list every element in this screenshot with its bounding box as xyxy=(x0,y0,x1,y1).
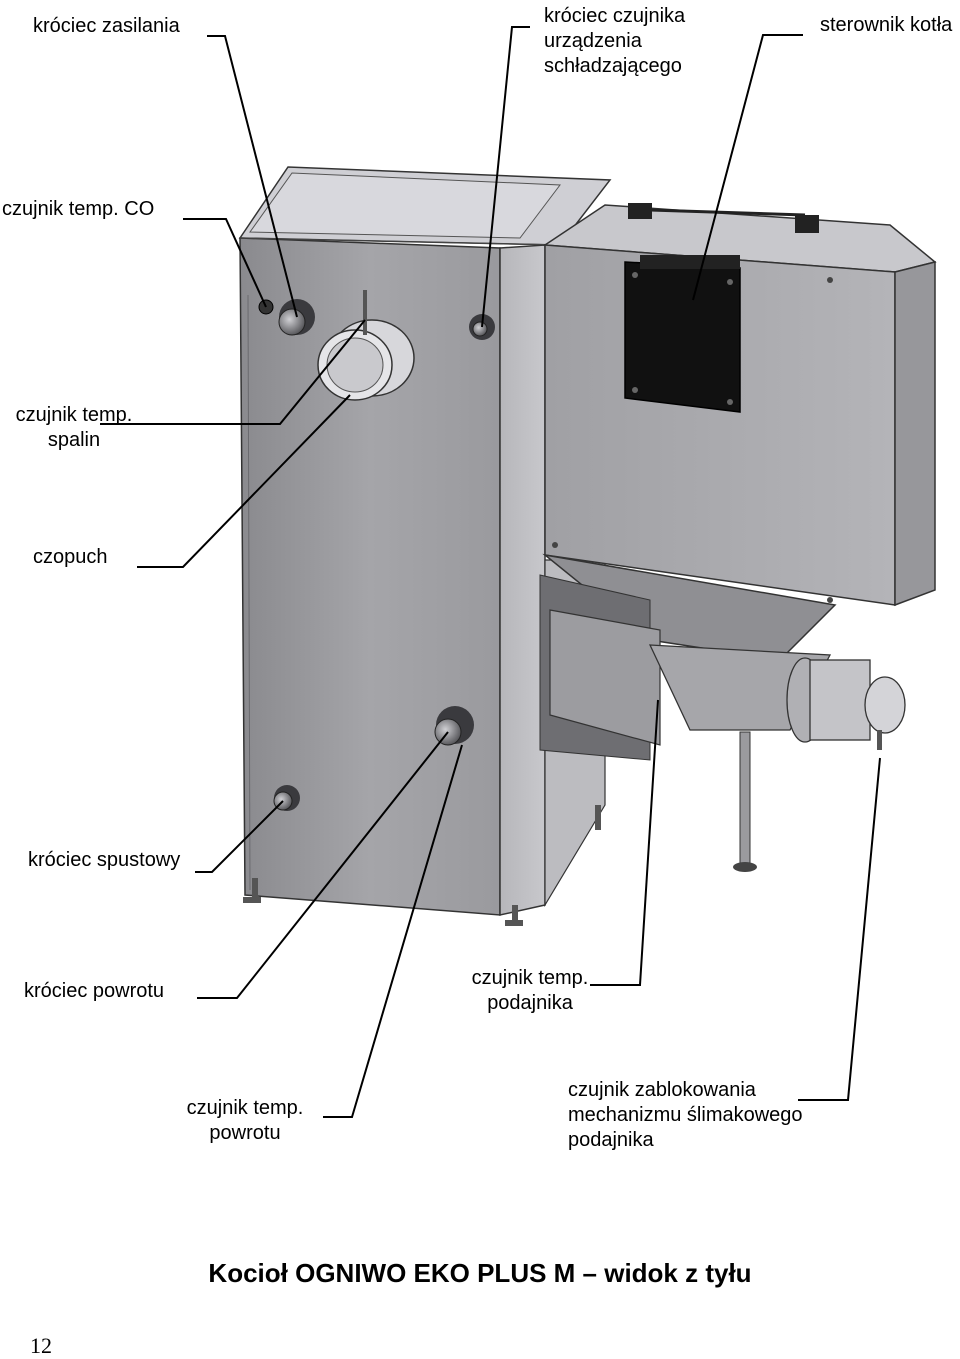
label-czujnik-spalin-line1: czujnik temp. xyxy=(15,404,133,426)
leader-czujnik-co xyxy=(183,218,267,308)
supply-pipe xyxy=(278,308,306,336)
figure-caption: Kocioł OGNIWO EKO PLUS M – widok z tyłu xyxy=(208,1258,752,1288)
label-krociec-czujnika-line1: króciec czujnika xyxy=(544,5,686,27)
label-krociec-spustowy: króciec spustowy xyxy=(28,849,181,871)
leader-czujnik-podajnika xyxy=(590,699,659,986)
label-czujnik-spalin-line2: spalin xyxy=(47,429,101,451)
leader-krociec-powrotu xyxy=(197,731,449,999)
fuel-feeder xyxy=(539,574,906,872)
leader-krociec-spustowy xyxy=(195,800,284,873)
cooling-sensor-port xyxy=(472,321,488,337)
label-czujnik-co: czujnik temp. CO xyxy=(2,198,155,220)
label-czujnik-podajnika-line1: czujnik temp. xyxy=(471,967,589,989)
leader-krociec-zasilania xyxy=(207,35,298,318)
label-czujnik-zablokowania-line3: podajnika xyxy=(568,1129,654,1151)
label-czujnik-powrotu-line1: czujnik temp. xyxy=(186,1097,304,1119)
leader-czujnik-spalin xyxy=(100,319,366,425)
label-czujnik-podajnika: czujnik temp. podajnika xyxy=(466,966,594,1016)
page-number: 12 xyxy=(30,1333,52,1358)
label-czujnik-zablokowania-line1: czujnik zablokowania xyxy=(568,1079,756,1101)
label-czujnik-powrotu-line2: powrotu xyxy=(209,1122,281,1144)
leader-czujnik-powrotu xyxy=(323,744,463,1118)
label-krociec-powrotu: króciec powrotu xyxy=(24,980,165,1002)
label-krociec-czujnika-line3: schładzającego xyxy=(544,55,682,77)
label-czopuch: czopuch xyxy=(33,546,108,568)
leader-lines xyxy=(100,26,881,1118)
leader-sterownik xyxy=(692,34,803,301)
label-krociec-czujnika: króciec czujnika urządzenia schładzające… xyxy=(544,4,685,79)
label-czujnik-podajnika-line2: podajnika xyxy=(487,992,573,1014)
boiler-controller xyxy=(624,255,741,413)
label-sterownik-kotla: sterownik kotła xyxy=(820,14,953,36)
leader-czujnik-zablokowania xyxy=(798,757,881,1101)
label-krociec-zasilania: króciec zasilania xyxy=(33,15,180,37)
label-czujnik-powrotu: czujnik temp. powrotu xyxy=(181,1096,309,1146)
boiler-feet xyxy=(243,805,601,926)
boiler-side-panel xyxy=(499,244,546,916)
leader-czopuch xyxy=(137,394,351,568)
leader-krociec-czujnika xyxy=(481,26,530,328)
label-czujnik-spalin: czujnik temp. spalin xyxy=(10,403,138,453)
label-krociec-czujnika-line2: urządzenia xyxy=(544,30,642,52)
label-czujnik-zablokowania-line2: mechanizmu ślimakowego xyxy=(568,1104,803,1126)
label-czujnik-zablokowania: czujnik zablokowania mechanizmu ślimakow… xyxy=(568,1078,803,1153)
